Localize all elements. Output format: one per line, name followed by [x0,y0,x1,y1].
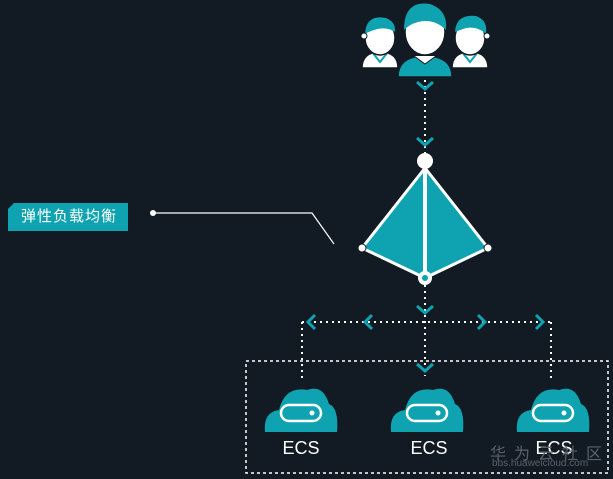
chevron-left-icon [362,313,374,331]
ecs-label: ECS [410,438,448,458]
ecs-label: ECS [282,438,320,458]
users-icon [360,3,491,78]
watermark-text: 华为云社区 [490,446,611,463]
lb-label: 弹性负载均衡 [8,203,129,231]
ecs-group-container [245,360,609,474]
chevron-down-icon [416,136,434,147]
ecs-server-icon [264,388,338,432]
chevron-left-icon [305,313,317,331]
watermark-url: bbs.huaweicloud.com [492,458,589,469]
lb-callout-line [150,210,335,245]
chevron-down-icon [416,80,434,91]
ecs-label: ECS [535,438,573,458]
chevron-right-icon [534,313,546,331]
ecs-server-icon [390,388,464,432]
distribution-lines [301,285,552,378]
load-balancer-icon [357,153,493,285]
chevron-right-icon [476,313,488,331]
ecs-server-icon [516,388,590,432]
chevron-down-icon [416,304,434,315]
chevron-down-icon [416,362,434,373]
